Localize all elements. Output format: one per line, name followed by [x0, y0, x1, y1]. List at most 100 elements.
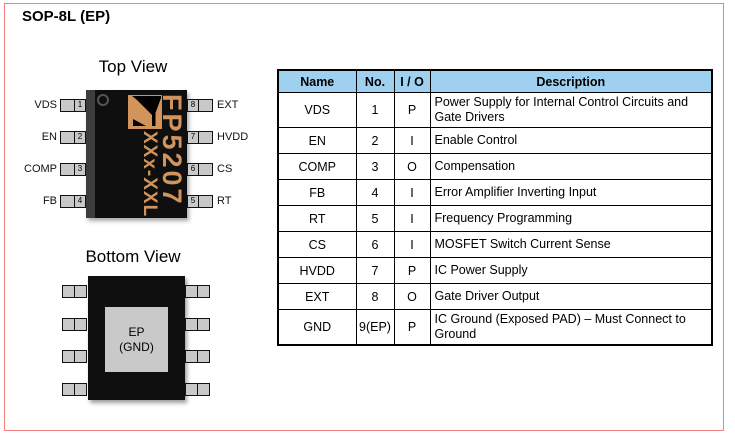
pin-description-cell: Power Supply for Internal Control Circui…	[429, 92, 713, 128]
top-view-label: Top View	[98, 57, 168, 76]
pin-row: 8 EXT	[187, 99, 267, 112]
pin-lead	[62, 318, 87, 331]
pin-lead	[198, 195, 213, 208]
pin-number-cell: 4	[355, 179, 395, 206]
pin-io-cell: O	[393, 153, 431, 180]
page-title: SOP-8L (EP)	[22, 8, 111, 25]
pin-name-label: RT	[217, 195, 232, 207]
pin-description-cell: Compensation	[429, 153, 713, 180]
pin-name-label: FB	[42, 195, 57, 207]
exposed-pad-net: (GND)	[119, 339, 154, 354]
pin-io-cell: I	[393, 231, 431, 258]
pin-number: 4	[74, 195, 86, 208]
pin-description-table: Name No. I / O Description VDS 1 P Power…	[277, 69, 713, 346]
pin-description-cell: Error Amplifier Inverting Input	[429, 179, 713, 206]
pin-description-cell: MOSFET Switch Current Sense	[429, 231, 713, 258]
pin-row: VDS 1	[25, 99, 86, 112]
pin-number-cell: 7	[355, 257, 395, 284]
pin-name-label: HVDD	[217, 131, 249, 143]
pin-lead-inner	[197, 318, 210, 331]
pin-number: 2	[74, 131, 86, 144]
pin-lead	[62, 285, 87, 298]
pin-lead-inner	[197, 383, 210, 396]
bottom-view-label: Bottom View	[85, 247, 181, 266]
pin-description-cell: IC Ground (Exposed PAD) – Must Connect t…	[429, 309, 713, 346]
pin-name-cell: CS	[277, 231, 357, 258]
table-row: RT 5 I Frequency Programming	[277, 205, 713, 232]
header-no: No.	[355, 69, 395, 93]
pin-name-label: EN	[41, 131, 57, 143]
pin-io-cell: I	[393, 127, 431, 154]
header-description: Description	[429, 69, 713, 93]
chip-marking: FP5207 XXx-XXL	[139, 94, 187, 218]
header-name: Name	[277, 69, 357, 93]
pin-number-cell: 1	[355, 92, 395, 128]
pin-io-cell: P	[393, 257, 431, 284]
pin1-indicator-icon	[97, 94, 109, 106]
pin-number-cell: 9(EP)	[355, 309, 395, 346]
pin-name-cell: FB	[277, 179, 357, 206]
pin-lead-inner	[74, 285, 87, 298]
pin-io-cell: I	[393, 179, 431, 206]
pin-lead-inner	[197, 350, 210, 363]
pin-row: 6 CS	[187, 163, 267, 176]
pin-lead	[185, 383, 210, 396]
pin-row: 7 HVDD	[187, 131, 267, 144]
pin-name-cell: VDS	[277, 92, 357, 128]
pin-number: 3	[74, 163, 86, 176]
pin-number-cell: 3	[355, 153, 395, 180]
table-row: HVDD 7 P IC Power Supply	[277, 257, 713, 284]
pin-lead	[185, 285, 210, 298]
pin-description-cell: Frequency Programming	[429, 205, 713, 232]
table-row: EN 2 I Enable Control	[277, 127, 713, 154]
pin-number: 5	[187, 195, 199, 208]
pin-lead	[198, 99, 213, 112]
header-io: I / O	[393, 69, 431, 93]
table-row: EXT 8 O Gate Driver Output	[277, 283, 713, 310]
pin-lead-inner	[197, 285, 210, 298]
pin-name-cell: RT	[277, 205, 357, 232]
table-row: FB 4 I Error Amplifier Inverting Input	[277, 179, 713, 206]
top-view-diagram: Top View FP5207 XXx-XXL VDS 1 EN 2 COMP …	[24, 55, 270, 235]
table-row: GND 9(EP) P IC Ground (Exposed PAD) – Mu…	[277, 309, 713, 346]
table-row: COMP 3 O Compensation	[277, 153, 713, 180]
pin-description-cell: Gate Driver Output	[429, 283, 713, 310]
pin-name-label: CS	[217, 163, 233, 175]
pin-name-cell: EN	[277, 127, 357, 154]
pin-number-cell: 5	[355, 205, 395, 232]
pin-lead	[185, 350, 210, 363]
figure-border	[4, 3, 724, 431]
pin-io-cell: P	[393, 92, 431, 128]
exposed-pad-name: EP	[128, 324, 145, 339]
pin-lead	[198, 131, 213, 144]
pin-io-cell: P	[393, 309, 431, 346]
pin-lead	[185, 318, 210, 331]
pin-lead	[198, 163, 213, 176]
pin-name-label: VDS	[34, 99, 57, 111]
chip-marking-part-number: FP5207	[157, 94, 187, 207]
pin-row: FB 4	[25, 195, 86, 208]
pin-name-cell: COMP	[277, 153, 357, 180]
pin-name-cell: HVDD	[277, 257, 357, 284]
pin-lead-inner	[74, 350, 87, 363]
pin-lead-inner	[74, 318, 87, 331]
exposed-pad: EP (GND)	[105, 307, 168, 372]
pin-lead	[62, 350, 87, 363]
pin-lead	[62, 383, 87, 396]
feeling-tech-logo-icon	[128, 95, 162, 129]
pin-io-cell: O	[393, 283, 431, 310]
pin-lead	[60, 195, 75, 208]
pin-row: COMP 3	[24, 163, 86, 176]
pin-number: 1	[74, 99, 86, 112]
pin-row: 5 RT	[187, 195, 267, 208]
bottom-view-diagram: Bottom View EP (GND)	[25, 243, 270, 433]
pin-description-cell: Enable Control	[429, 127, 713, 154]
table-header-row: Name No. I / O Description	[277, 69, 713, 93]
pin-name-label: EXT	[217, 99, 239, 111]
pin-name-cell: EXT	[277, 283, 357, 310]
pin-name-cell: GND	[277, 309, 357, 346]
table-row: CS 6 I MOSFET Switch Current Sense	[277, 231, 713, 258]
pin-number-cell: 6	[355, 231, 395, 258]
chip-marking-lot-code: XXx-XXL	[139, 131, 160, 218]
pin-lead	[60, 99, 75, 112]
